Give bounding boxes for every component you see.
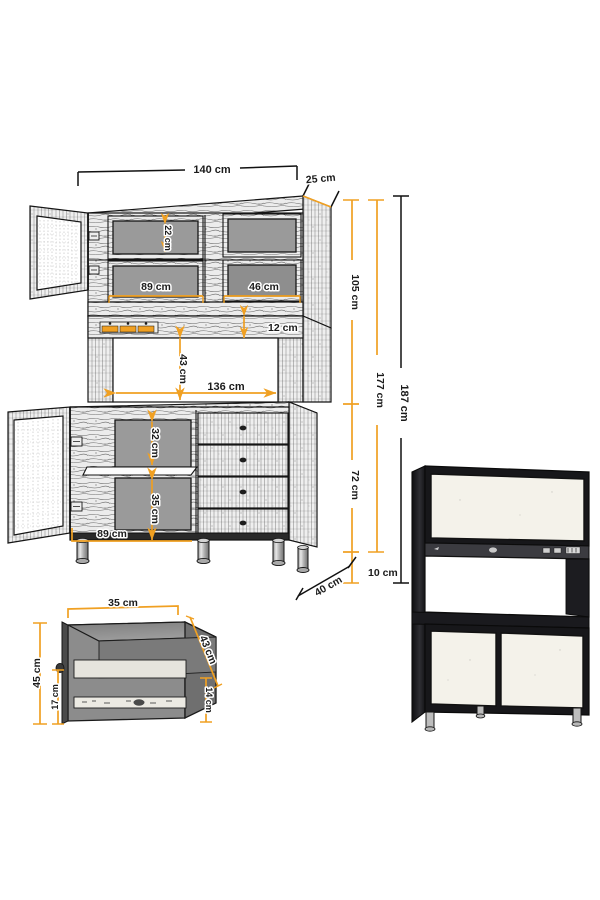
- photo-open-niche: [424, 555, 590, 618]
- label-drawer-width-35: 35 cm: [108, 597, 138, 609]
- dimension-height-32: 32 cm: [147, 409, 163, 466]
- label-width-89-lower: 89 cm: [97, 528, 127, 540]
- dimension-height-12: 12 cm: [239, 304, 299, 339]
- lower-left-door-inner: [13, 415, 64, 536]
- dimension-height-72: 72 cm: [343, 403, 363, 553]
- dimension-height-22: 22 cm: [160, 212, 175, 253]
- dimension-width-89-upper: 89 cm: [108, 280, 204, 303]
- leg-back-right: [296, 545, 310, 573]
- dimension-drawer-width-35: 35 cm: [67, 596, 179, 618]
- upper-right-top-glass-panel: [227, 218, 297, 253]
- cabinet-legs: [75, 538, 310, 573]
- label-height-187: 187 cm: [398, 384, 410, 422]
- label-height-22: 22 cm: [163, 225, 173, 251]
- dimension-height-35: 35 cm: [147, 467, 163, 541]
- label-height-35: 35 cm: [149, 494, 161, 524]
- photo-door-speckle: [447, 491, 561, 681]
- upper-left-bottom-glass-panel: [112, 265, 199, 298]
- main-cabinet-drawing: 140 cm 25 cm 105 cm 72 cm 10 cm: [7, 163, 412, 601]
- upper-left-top-glass-panel: [112, 220, 199, 255]
- dimension-depth-25: 25 cm: [302, 170, 340, 208]
- label-height-105: 105 cm: [349, 274, 361, 310]
- label-depth-25: 25 cm: [305, 172, 336, 187]
- dimension-width-136: 136 cm: [103, 380, 277, 398]
- label-width-136: 136 cm: [207, 381, 245, 393]
- label-width-46: 46 cm: [249, 281, 279, 293]
- dimension-width-140: 140 cm: [77, 163, 298, 186]
- drawer-detail-drawing: 35 cm 43 cm 14 cm 45 cm 17 cm: [30, 596, 223, 725]
- photo-upper-door: [430, 473, 585, 542]
- label-height-177: 177 cm: [374, 372, 386, 408]
- photo-lower-door-left: [430, 630, 497, 707]
- photo-rail-details: [434, 546, 581, 554]
- leg-front-right: [271, 538, 286, 567]
- lower-cabinet-kick-rail: [69, 532, 290, 541]
- upper-right-bottom-glass-panel: [227, 264, 297, 297]
- leg-front-mid: [196, 538, 211, 565]
- label-height-32: 32 cm: [149, 428, 161, 458]
- photo-niche-right-wall: [565, 558, 590, 618]
- upper-cabinet-bottom-board: [87, 301, 304, 317]
- product-photo-illustration: [411, 465, 590, 732]
- dimension-drawer-inner-17: 17 cm: [49, 669, 64, 725]
- label-height-10: 10 cm: [368, 567, 398, 579]
- dimension-drawer-front-14: 14 cm: [200, 677, 216, 723]
- dimension-height-187: 187 cm: [393, 195, 412, 584]
- lower-door-hinges: [70, 436, 83, 512]
- niche-right-side-panel: [302, 315, 332, 403]
- socket-strip: [99, 321, 159, 334]
- label-drawer-inner-17: 17 cm: [50, 684, 60, 710]
- drawer-detail-rail-marks: [82, 699, 172, 706]
- dimension-width-46: 46 cm: [223, 280, 301, 303]
- label-height-43: 43 cm: [177, 354, 189, 384]
- photo-legs: [424, 705, 583, 732]
- label-drawer-height-45: 45 cm: [31, 658, 43, 688]
- drawer-detail-left-flange: [61, 621, 69, 725]
- label-drawer-front-14: 14 cm: [204, 687, 214, 713]
- upper-door-hinges: [88, 231, 100, 275]
- dimension-height-105: 105 cm: [343, 199, 363, 405]
- upper-cabinet-right-side: [302, 195, 332, 329]
- drawer-knobs: [239, 425, 247, 526]
- label-height-72: 72 cm: [349, 470, 361, 500]
- label-width-140: 140 cm: [193, 164, 231, 176]
- dimension-width-89-lower: 89 cm: [71, 527, 192, 542]
- leg-front-left: [75, 538, 90, 565]
- upper-left-door-texture: [38, 220, 80, 287]
- lower-left-door-texture: [15, 419, 62, 531]
- dimension-height-177: 177 cm: [368, 199, 388, 553]
- upper-left-door-glass-inner: [36, 215, 82, 291]
- lower-cabinet-right-side: [288, 401, 318, 548]
- label-width-89-upper: 89 cm: [141, 281, 171, 293]
- drawer-bank: [197, 412, 289, 539]
- photo-left-side-panel: [411, 465, 426, 724]
- label-height-12: 12 cm: [268, 322, 298, 334]
- photo-lower-door-right: [500, 632, 584, 709]
- dimension-height-10: 10 cm: [343, 551, 399, 584]
- dimension-drawer-height-45: 45 cm: [30, 622, 47, 725]
- drawer-detail-front-band: [73, 659, 187, 679]
- drawer-detail-slide-rail: [73, 696, 187, 709]
- lower-interior-shelf: [82, 466, 199, 476]
